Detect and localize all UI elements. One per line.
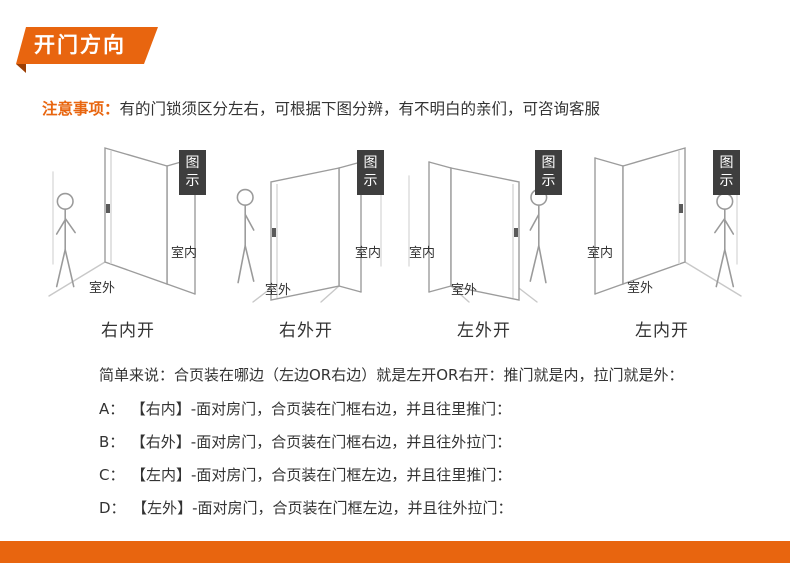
notice-line: 注意事项：有的门锁须区分左右，可根据下图分辨，有不明白的亲们，可咨询客服 bbox=[42, 97, 600, 119]
diagram-caption: 右内开 bbox=[101, 321, 155, 341]
door-drawing-left-outward bbox=[408, 161, 548, 303]
door-drawing-right-outward bbox=[236, 161, 382, 303]
diagram-right-outward: 图示 室内 室外 右外开 bbox=[223, 146, 389, 341]
indoor-label: 室内 bbox=[170, 246, 197, 261]
door-panel bbox=[622, 147, 686, 285]
rule-item-d: D： 【左外】-面对房门，合页装在门框左边，并且往外拉门： bbox=[99, 497, 512, 518]
diagram-left-inward-image: 图示 室内 室外 bbox=[579, 146, 745, 306]
illustration-badge: 图示 bbox=[179, 150, 206, 196]
illustration-badge: 图示 bbox=[535, 150, 562, 196]
diagram-right-inward-image: 图示 室内 室外 bbox=[45, 146, 211, 306]
door-handle-icon bbox=[679, 204, 683, 213]
rule-text: 【右外】-面对房门，合页装在门框右边，并且往外拉门： bbox=[138, 433, 512, 451]
person-figure-icon bbox=[714, 192, 735, 288]
diagram-caption: 右外开 bbox=[279, 321, 333, 341]
outdoor-label: 室外 bbox=[627, 281, 654, 296]
diagram-caption: 左外开 bbox=[457, 321, 511, 341]
door-panel bbox=[450, 167, 520, 301]
indoor-label: 室内 bbox=[409, 246, 436, 261]
door-handle-icon bbox=[106, 204, 110, 213]
page-title: 开门方向 bbox=[34, 33, 126, 57]
door-panel bbox=[270, 167, 340, 301]
illustration-badge: 图示 bbox=[713, 150, 740, 196]
notice-text: 有的门锁须区分左右，可根据下图分辨，有不明白的亲们，可咨询客服 bbox=[119, 100, 601, 118]
summary-text: 简单来说：合页装在哪边（左边OR右边）就是左开OR右开：推门就是内，拉门就是外： bbox=[99, 366, 684, 384]
diagram-right-inward: 图示 室内 室外 右内开 bbox=[45, 146, 211, 341]
door-drawing-left-inward bbox=[594, 147, 742, 297]
rule-letter: C： bbox=[99, 466, 125, 484]
diagram-caption: 左内开 bbox=[635, 321, 689, 341]
door-panel bbox=[104, 147, 168, 285]
rule-letter: D： bbox=[99, 499, 126, 517]
rule-text: 【左内】-面对房门，合页装在门框左边，并且往里推门： bbox=[138, 466, 512, 484]
rule-letter: B： bbox=[99, 433, 125, 451]
rule-item-a: A： 【右内】-面对房门，合页装在门框右边，并且往里推门： bbox=[99, 398, 512, 419]
diagram-left-inward: 图示 室内 室外 左内开 bbox=[579, 146, 745, 341]
diagram-right-outward-image: 图示 室内 室外 bbox=[223, 146, 389, 306]
diagram-left-outward: 图示 室内 室外 左外开 bbox=[401, 146, 567, 341]
door-drawing-right-inward bbox=[48, 147, 196, 297]
rule-text: 【右内】-面对房门，合页装在门框右边，并且往里推门： bbox=[138, 400, 512, 418]
notice-label: 注意事项： bbox=[42, 100, 120, 118]
outdoor-label: 室外 bbox=[265, 283, 292, 298]
person-figure-icon bbox=[55, 192, 76, 288]
rule-item-c: C： 【左内】-面对房门，合页装在门框左边，并且往里推门： bbox=[99, 464, 512, 485]
door-handle-icon bbox=[272, 228, 276, 237]
indoor-label: 室内 bbox=[354, 246, 381, 261]
door-diagrams-row: 图示 室内 室外 右内开 bbox=[45, 146, 745, 341]
indoor-label: 室内 bbox=[587, 246, 614, 261]
outdoor-label: 室外 bbox=[89, 281, 116, 296]
outdoor-label: 室外 bbox=[451, 283, 478, 298]
rule-letter: A： bbox=[99, 400, 125, 418]
rule-text: 【左外】-面对房门，合页装在门框左边，并且往外拉门： bbox=[139, 499, 513, 517]
person-figure-icon bbox=[236, 188, 255, 284]
person-figure-icon bbox=[529, 188, 548, 284]
illustration-badge: 图示 bbox=[357, 150, 384, 196]
footer-accent-bar bbox=[0, 541, 790, 563]
door-handle-icon bbox=[514, 228, 518, 237]
diagram-left-outward-image: 图示 室内 室外 bbox=[401, 146, 567, 306]
rule-item-b: B： 【右外】-面对房门，合页装在门框右边，并且往外拉门： bbox=[99, 431, 512, 452]
rules-list: A： 【右内】-面对房门，合页装在门框右边，并且往里推门： B： 【右外】-面对房门… bbox=[99, 398, 512, 530]
section-title-ribbon: 开门方向 bbox=[16, 27, 158, 64]
ribbon-fold-icon bbox=[16, 64, 26, 73]
